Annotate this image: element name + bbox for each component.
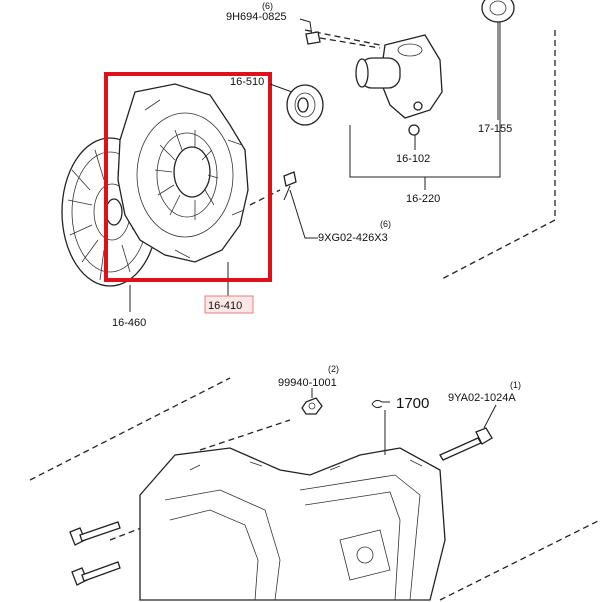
highlight-box	[104, 72, 272, 282]
label-cover-bolt: 9XG02-426X3	[318, 232, 388, 244]
lower-boundary-line	[29, 377, 600, 601]
release-bearing-part	[269, 83, 324, 126]
label-release-assembly: 16-220	[406, 193, 440, 205]
transmission-housing-part	[139, 410, 446, 601]
mounting-bolts-part	[69, 521, 121, 586]
label-fork: 16-102	[396, 153, 430, 165]
label-nut: 99940-1001	[278, 377, 337, 389]
collar-part	[481, 0, 515, 120]
label-nut-qty: (2)	[328, 364, 339, 374]
label-clutch-cover: 16-410	[208, 300, 242, 312]
label-release-bearing: 16-510	[230, 76, 264, 88]
cover-bolt-part	[283, 171, 318, 239]
clutch-cover-label-highlight	[204, 295, 254, 314]
label-trans-bolt: 9YA02-1024A	[448, 392, 516, 404]
clutch-cover-part	[117, 83, 249, 300]
label-cover-bolt-qty: (6)	[380, 219, 391, 229]
transmission-marker-icon	[371, 399, 390, 409]
transmission-bolt-part	[439, 404, 497, 461]
label-top-bolt: 9H694-0825	[226, 11, 287, 23]
label-transmission: 1700	[396, 395, 429, 412]
label-collar: 17-155	[478, 123, 512, 135]
label-trans-bolt-qty: (1)	[510, 380, 521, 390]
alignment-line-upper	[249, 189, 281, 206]
top-bolt-part	[299, 18, 381, 49]
nut-part	[301, 388, 323, 415]
label-top-bolt-qty: (6)	[262, 1, 273, 11]
release-fork-assembly-part	[349, 20, 501, 190]
label-clutch-disc: 16-460	[112, 317, 146, 329]
